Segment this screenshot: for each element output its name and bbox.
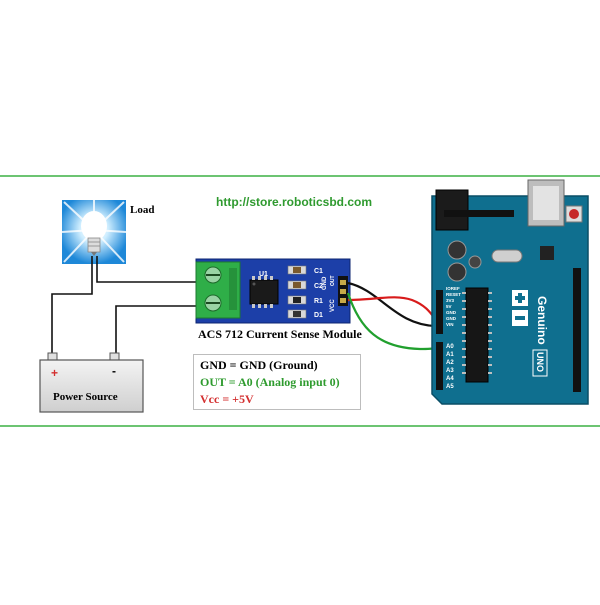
analog-pin-labels: A0 A1 A2 A3 A4 A5 xyxy=(446,344,454,390)
chip-label: U1 xyxy=(259,271,268,278)
gnd-wire xyxy=(347,281,437,328)
board-model-label: UNO xyxy=(535,352,545,372)
vcc-wire xyxy=(347,296,437,321)
analog-pin-label: A3 xyxy=(446,368,454,374)
load-wiring xyxy=(51,256,200,356)
analog-pin-label: A0 xyxy=(446,344,454,350)
analog-header xyxy=(436,342,443,390)
atmega-chip xyxy=(465,287,489,383)
arduino-board xyxy=(431,179,589,405)
acs712-chip xyxy=(249,276,279,308)
battery-negative-wire xyxy=(115,305,200,356)
power-source-label: Power Source xyxy=(53,391,118,403)
smd-components xyxy=(287,265,307,319)
power-pin-label: 5V xyxy=(446,304,452,309)
module-pin-labels: VCC OUT GND xyxy=(322,275,336,312)
light-bulb-icon xyxy=(61,200,127,264)
battery-minus-label: - xyxy=(112,364,116,378)
board-brand-label: Genuino xyxy=(535,296,549,345)
power-pin-label: 3V3 xyxy=(446,298,455,303)
analog-pin-label: A4 xyxy=(446,376,454,382)
pin-label-gnd: GND xyxy=(322,276,328,290)
analog-pin-label: A1 xyxy=(446,352,454,358)
analog-pin-label: A5 xyxy=(446,384,454,390)
power-pin-label: IOREF xyxy=(446,286,460,291)
power-pin-labels: IOREF RESET 3V3 5V GND GND VIN xyxy=(446,286,461,327)
legend-gnd: GND = GND (Ground) xyxy=(200,358,318,372)
power-source-battery xyxy=(39,352,144,413)
legend-vcc: Vcc = +5V xyxy=(200,392,254,406)
pin-label-out: OUT xyxy=(330,275,336,286)
module-title: ACS 712 Current Sense Module xyxy=(198,327,362,341)
component-label: C2 xyxy=(314,283,323,290)
load-label: Load xyxy=(130,204,155,216)
legend-out: OUT = A0 (Analog input 0) xyxy=(200,375,340,389)
acs712-module xyxy=(195,258,351,324)
genuino-logo-icon xyxy=(512,290,528,326)
battery-plus-label: + xyxy=(51,366,59,380)
power-pin-label: GND xyxy=(446,316,457,321)
store-url-link[interactable]: http://store.roboticsbd.com xyxy=(216,195,372,209)
analog-pin-label: A2 xyxy=(446,360,454,366)
power-pin-label: VIN xyxy=(446,322,454,327)
component-label: R1 xyxy=(314,298,323,305)
component-label: D1 xyxy=(314,312,323,319)
component-labels: C1 C2 R1 D1 xyxy=(314,268,323,319)
pin-legend: GND = GND (Ground) OUT = A0 (Analog inpu… xyxy=(193,354,361,410)
power-pin-label: GND xyxy=(446,310,457,315)
digital-header-top xyxy=(444,210,514,217)
power-header xyxy=(436,290,443,334)
power-pin-label: RESET xyxy=(446,292,461,297)
screw-terminal-block xyxy=(195,261,241,319)
digital-header-right xyxy=(573,268,581,392)
component-label: C1 xyxy=(314,268,323,275)
module-header-pins xyxy=(338,276,348,306)
pin-label-vcc: VCC xyxy=(330,299,336,312)
